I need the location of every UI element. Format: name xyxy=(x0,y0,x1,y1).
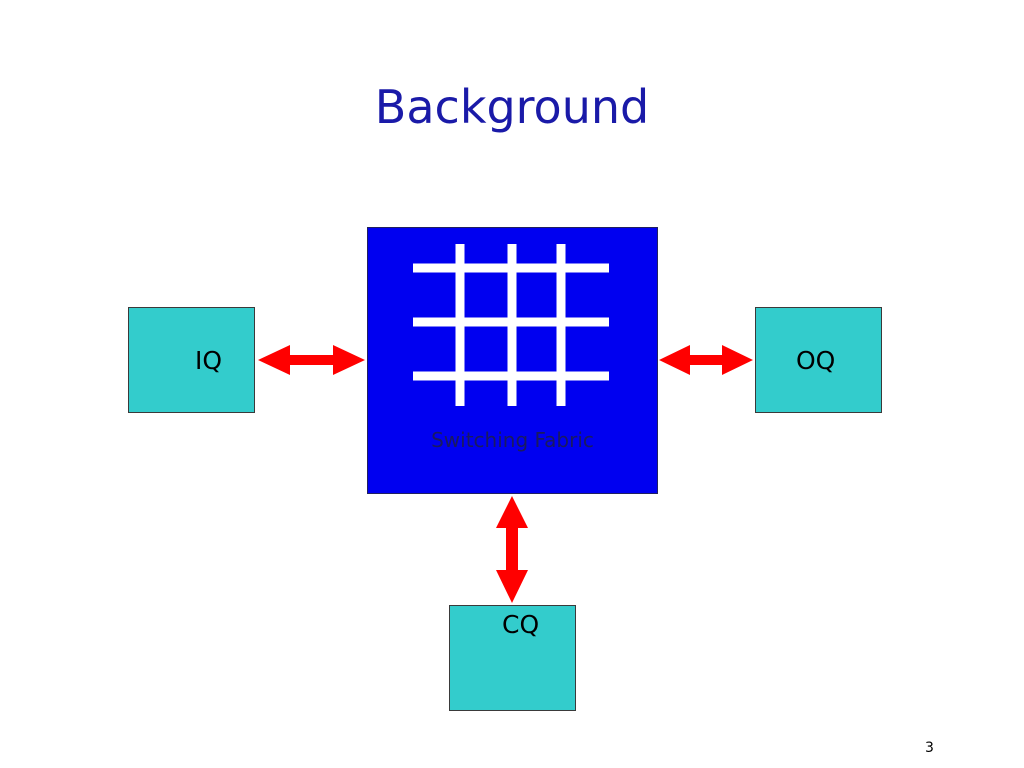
central-queue-label: CQ xyxy=(502,610,540,639)
input-queue-box: IQ xyxy=(128,307,255,413)
fabric-cq-double-arrow xyxy=(496,496,528,603)
slide-title: Background xyxy=(374,80,650,134)
crossbar-grid-icon xyxy=(413,244,609,406)
central-queue-box: CQ xyxy=(449,605,576,711)
page-number: 3 xyxy=(925,740,934,756)
output-queue-label: OQ xyxy=(796,346,836,375)
fabric-oq-double-arrow xyxy=(659,345,753,375)
switching-fabric-label: Switching Fabric xyxy=(431,428,594,452)
output-queue-box: OQ xyxy=(755,307,882,413)
input-queue-label: IQ xyxy=(195,346,223,375)
iq-fabric-double-arrow xyxy=(258,345,365,375)
switching-fabric-box: Switching Fabric xyxy=(367,227,658,494)
